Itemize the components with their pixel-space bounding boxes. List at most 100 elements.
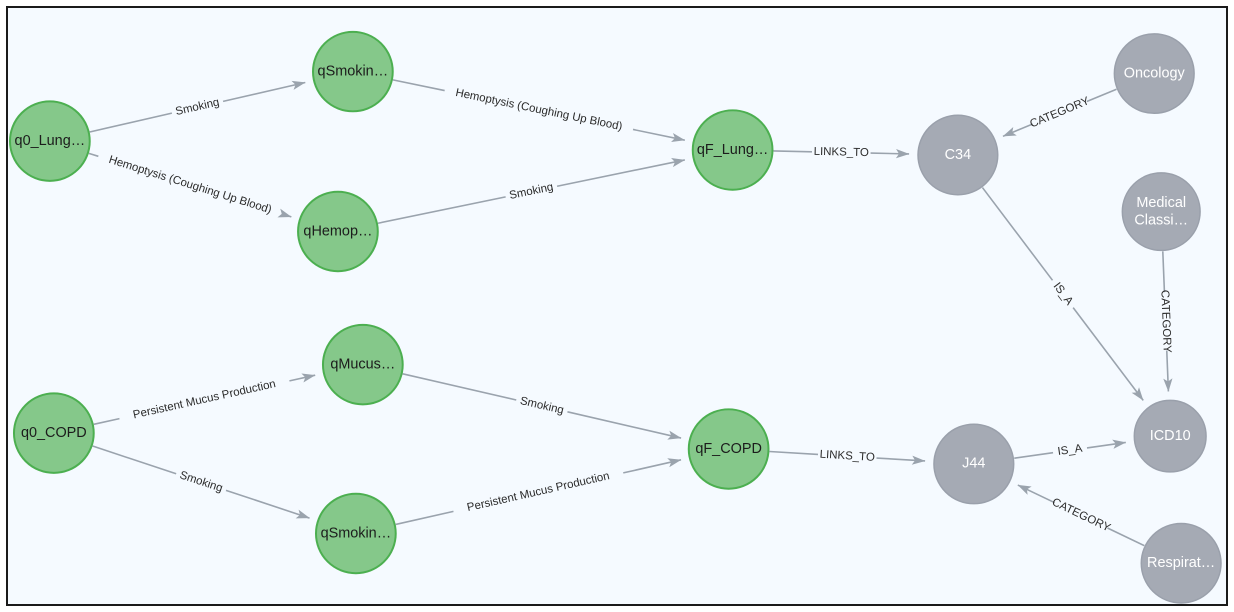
graph-node-qsmokingtop[interactable]: qSmokin…	[312, 30, 394, 113]
node-layer: q0_Lung… qSmokin… qHemop… qF_Lung… C34 Oncolo…	[8, 30, 1222, 604]
edge-line	[870, 149, 910, 159]
graph-node-q0-copd[interactable]: q0_COPD	[12, 392, 95, 474]
edge-label: Hemoptysis (Coughing Up Blood)	[454, 87, 623, 133]
edge-line	[1017, 484, 1056, 504]
edge-line	[556, 158, 686, 188]
graph-node-qf-copd[interactable]: qF_COPD	[687, 408, 770, 490]
edge-label: Persistent Mucus Production	[466, 470, 611, 514]
node-circle[interactable]	[12, 392, 95, 474]
edge-line	[769, 450, 819, 456]
edge-line	[876, 455, 926, 465]
graph-node-j44[interactable]: J44	[933, 423, 1015, 505]
graph-node-qsmokingbot[interactable]: qSmokin…	[314, 492, 397, 575]
graph-edge[interactable]: LINKS_TO	[769, 449, 926, 465]
graph-edge[interactable]: Smoking	[402, 373, 682, 440]
node-label: qHemop…	[303, 223, 372, 239]
node-label: q0_COPD	[21, 425, 87, 441]
edge-line	[1014, 451, 1054, 459]
edge-line	[632, 128, 686, 143]
edge-line	[89, 112, 173, 133]
edge-label: Persistent Mucus Production	[132, 378, 277, 421]
edge-line	[402, 373, 517, 401]
graph-node-qmucus[interactable]: qMucus…	[321, 323, 404, 406]
graph-node-q0-lung[interactable]: q0_Lung…	[8, 100, 91, 182]
edge-line	[1086, 88, 1117, 103]
graph-node-c34[interactable]: C34	[917, 114, 999, 196]
edge-line	[222, 80, 306, 103]
edge-line	[1072, 307, 1144, 401]
node-circle[interactable]	[933, 423, 1015, 505]
graph-node-qhemop[interactable]: qHemop…	[297, 190, 379, 273]
edge-line	[277, 208, 292, 218]
graph-edge[interactable]: Hemoptysis (Coughing Up Blood)	[88, 152, 292, 218]
node-circle[interactable]	[1133, 399, 1207, 473]
edge-line	[1107, 527, 1145, 547]
node-circle[interactable]	[1113, 33, 1195, 115]
graph-edge[interactable]: CATEGORY	[1017, 484, 1145, 547]
node-circle[interactable]	[687, 408, 770, 490]
edge-line	[225, 489, 310, 519]
edge-line	[377, 196, 506, 225]
edge-label: CATEGORY	[1158, 290, 1173, 354]
node-circle[interactable]	[1121, 172, 1201, 252]
graph-node-oncology[interactable]: Oncology	[1113, 33, 1195, 115]
edge-line	[92, 445, 177, 475]
edge-label: IS_A	[1057, 443, 1084, 458]
edge-label: Hemoptysis (Coughing Up Blood)	[107, 154, 273, 216]
graph-node-qf-lung[interactable]: qF_Lung…	[691, 109, 774, 191]
graph-edge[interactable]: Hemoptysis (Coughing Up Blood)	[392, 79, 686, 143]
node-circle[interactable]	[917, 114, 999, 196]
node-label: q0_Lung…	[15, 133, 86, 149]
edge-line	[773, 150, 812, 153]
edge-line	[88, 152, 99, 158]
edge-line	[93, 417, 120, 426]
edge-line	[1002, 123, 1033, 138]
edge-label: Smoking	[174, 96, 220, 118]
node-circle[interactable]	[297, 190, 379, 273]
node-label: qSmokin…	[321, 525, 392, 541]
edge-line	[392, 79, 445, 92]
edge-label: CATEGORY	[1028, 95, 1091, 130]
graph-edge[interactable]: IS_A	[1014, 439, 1127, 459]
node-circle[interactable]	[321, 323, 404, 406]
edge-label: Smoking	[508, 181, 554, 202]
edge-label: Smoking	[178, 469, 224, 494]
graph-edge[interactable]: Smoking	[89, 80, 306, 133]
node-circle[interactable]	[312, 30, 394, 113]
edge-label: CATEGORY	[1050, 496, 1113, 534]
edge-label: LINKS_TO	[819, 449, 875, 464]
graph-node-respirat[interactable]: Respirat…	[1140, 522, 1222, 604]
graph-node-icd10[interactable]: ICD10	[1133, 399, 1207, 473]
graph-edge[interactable]: CATEGORY	[1002, 88, 1117, 138]
node-label: J44	[962, 456, 985, 472]
edge-line	[623, 458, 682, 474]
node-label: qSmokin…	[318, 63, 389, 79]
node-circle[interactable]	[1140, 522, 1222, 604]
edge-label: LINKS_TO	[814, 146, 870, 159]
node-label: qF_Lung…	[697, 142, 768, 158]
graph-edge[interactable]: Persistent Mucus Production	[93, 373, 316, 426]
node-label: qMucus…	[330, 356, 395, 372]
edge-line	[981, 187, 1054, 281]
graph-edge[interactable]: Smoking	[377, 158, 686, 225]
edge-line	[567, 411, 682, 440]
graph-edge[interactable]: Smoking	[92, 445, 310, 519]
graph-edge[interactable]: IS_A	[981, 187, 1144, 401]
edge-line	[1163, 350, 1173, 392]
edge-line	[1086, 439, 1127, 449]
edge-label: IS_A	[1051, 281, 1076, 308]
node-circle[interactable]	[314, 492, 397, 575]
graph-edge[interactable]: Persistent Mucus Production	[395, 458, 682, 526]
node-label: Respirat…	[1147, 555, 1215, 571]
node-label: C34	[945, 147, 971, 163]
graph-edge[interactable]: CATEGORY	[1158, 251, 1173, 392]
node-circle[interactable]	[691, 109, 774, 191]
node-label: Oncology	[1124, 65, 1186, 81]
graph-edge[interactable]: LINKS_TO	[773, 146, 910, 159]
node-circle[interactable]	[8, 100, 91, 182]
edge-line	[289, 373, 316, 383]
